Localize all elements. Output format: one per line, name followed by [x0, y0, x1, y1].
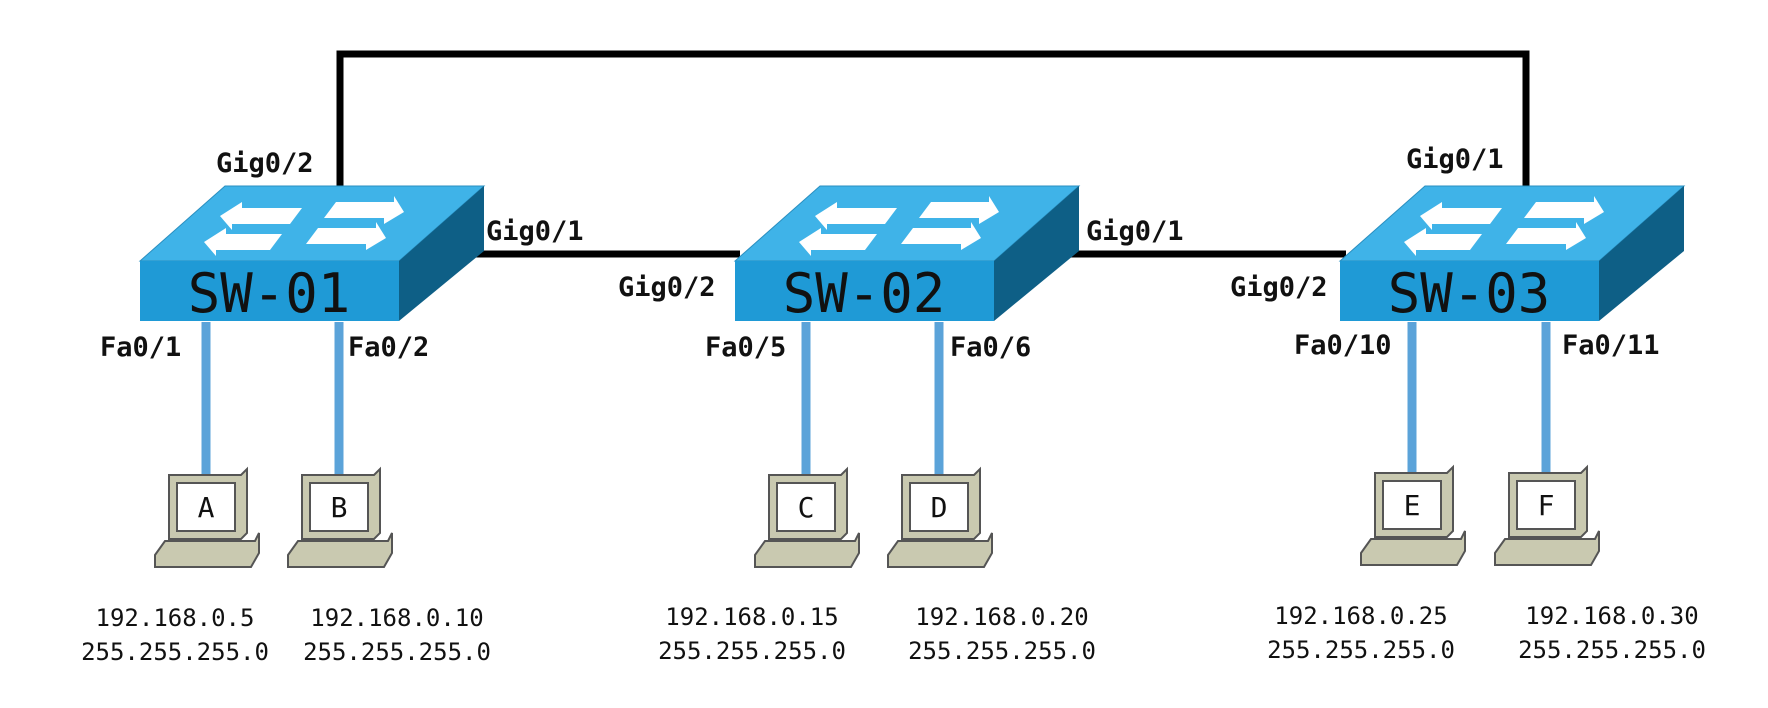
switch-side-face — [399, 186, 484, 321]
port-label-sw02-fa0-5: Fa0/5 — [705, 332, 786, 363]
pc-base — [754, 532, 860, 568]
pc-f[interactable]: F — [1494, 464, 1600, 566]
pc-screen — [309, 482, 369, 532]
pc-f-ip: 192.168.0.30 — [1525, 602, 1698, 630]
pc-screen — [176, 482, 236, 532]
switch-name: SW-01 — [188, 262, 351, 325]
port-label-sw03-gig0-2: Gig0/2 — [1230, 272, 1328, 303]
pc-screen — [1516, 480, 1576, 530]
pc-screen — [909, 482, 969, 532]
pc-letter: C — [798, 491, 815, 524]
port-label-sw02-gig0-1: Gig0/1 — [1086, 216, 1184, 247]
pc-b-ip: 192.168.0.10 — [310, 604, 483, 632]
pc-a-ip: 192.168.0.5 — [96, 604, 255, 632]
port-label-sw01-fa0-2: Fa0/2 — [348, 332, 429, 363]
pc-screen — [1382, 480, 1442, 530]
pc-base — [887, 532, 993, 568]
pc-f-mask: 255.255.255.0 — [1518, 636, 1706, 664]
pc-base — [1494, 530, 1600, 566]
pc-c-ip: 192.168.0.15 — [665, 603, 838, 631]
pc-letter: E — [1404, 489, 1421, 522]
port-label-sw03-gig0-1: Gig0/1 — [1406, 144, 1504, 175]
port-label-sw01-gig0-2: Gig0/2 — [216, 148, 314, 179]
switch-name: SW-03 — [1388, 262, 1551, 325]
pc-a[interactable]: A — [154, 466, 260, 568]
port-label-sw03-fa0-10: Fa0/10 — [1294, 330, 1392, 361]
pc-c[interactable]: C — [754, 466, 860, 568]
port-label-sw03-fa0-11: Fa0/11 — [1562, 330, 1660, 361]
switch-sw-03[interactable]: SW-03 — [1338, 185, 1686, 325]
switch-front-face — [140, 261, 399, 321]
pc-letter: A — [198, 491, 215, 524]
switch-front-face — [1340, 261, 1599, 321]
pc-letter: D — [931, 491, 948, 524]
port-label-sw02-fa0-6: Fa0/6 — [950, 332, 1031, 363]
switch-name: SW-02 — [783, 262, 946, 325]
pc-e-ip: 192.168.0.25 — [1274, 602, 1447, 630]
pc-b-mask: 255.255.255.0 — [303, 638, 491, 666]
switch-side-face — [1599, 186, 1684, 321]
pc-b[interactable]: B — [287, 466, 393, 568]
switch-front-face — [735, 261, 994, 321]
pc-d-ip: 192.168.0.20 — [915, 603, 1088, 631]
pc-a-mask: 255.255.255.0 — [81, 638, 269, 666]
switch-sw-01[interactable]: SW-01 — [138, 185, 486, 325]
pc-screen — [776, 482, 836, 532]
access-links — [201, 322, 1551, 475]
port-label-sw02-gig0-2: Gig0/2 — [618, 272, 716, 303]
pc-d-mask: 255.255.255.0 — [908, 637, 1096, 665]
pc-e[interactable]: E — [1360, 464, 1466, 566]
trunk-link-sw01-sw03 — [336, 50, 1530, 188]
pc-base — [287, 532, 393, 568]
switch-side-face — [994, 186, 1079, 321]
pc-e-mask: 255.255.255.0 — [1267, 636, 1455, 664]
switch-sw-02[interactable]: SW-02 — [733, 185, 1081, 325]
pc-d[interactable]: D — [887, 466, 993, 568]
port-label-sw01-fa0-1: Fa0/1 — [100, 332, 181, 363]
pc-c-mask: 255.255.255.0 — [658, 637, 846, 665]
pc-letter: F — [1538, 489, 1555, 522]
port-label-sw01-gig0-1: Gig0/1 — [486, 216, 584, 247]
pc-base — [1360, 530, 1466, 566]
pc-base — [154, 532, 260, 568]
pc-letter: B — [331, 491, 348, 524]
